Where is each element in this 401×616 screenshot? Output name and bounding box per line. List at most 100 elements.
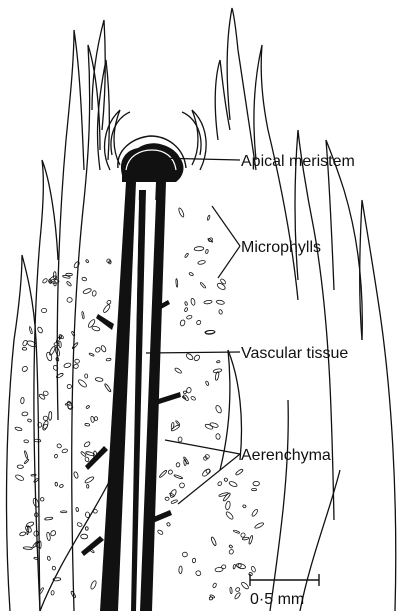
aerenchyma-cell [15,426,23,431]
aerenchyma-cell [228,549,234,555]
leader-microphylls-1 [212,206,240,246]
aerenchyma-cell [168,469,174,475]
aerenchyma-cell [225,501,231,510]
aerenchyma-cell [213,368,222,373]
aerenchyma-cell [47,556,51,561]
aerenchyma-cell [235,587,240,592]
aerenchyma-cell [215,405,223,414]
aerenchyma-cell [102,304,111,314]
aerenchyma-cell [186,387,192,393]
scale-bar-label: 0·5 mm [250,591,304,608]
aerenchyma-cell [24,440,29,443]
aerenchyma-cell [166,522,170,526]
aerenchyma-cell [80,451,86,457]
aerenchyma-cell [204,300,213,304]
aerenchyma-cell [52,566,56,570]
aerenchyma-cell [179,566,183,574]
aerenchyma-cell [196,320,202,326]
aerenchyma-cell [106,300,111,305]
leaf-lower-left [40,480,110,611]
aerenchyma-cell [228,481,237,488]
aerenchyma-cell [85,374,88,378]
aerenchyma-cell [23,547,32,550]
aerenchyma-cell [61,511,67,513]
aerenchyma-cell [67,297,73,302]
aerenchyma-cell [190,396,196,401]
aerenchyma-cell [82,311,85,319]
aerenchyma-cell [207,215,210,221]
aerenchyma-cell [157,529,164,535]
aerenchyma-cell [85,527,88,531]
aerenchyma-cell [40,497,45,502]
aerenchyma-cell [95,377,103,382]
aerenchyma-cell [174,474,183,479]
aerenchyma-cell [46,532,51,541]
leader-aerenchyma-1 [165,440,240,454]
aerenchyma-cell [48,411,51,420]
aerenchyma-cell [92,326,101,332]
aerenchyma-cell [72,342,79,349]
aerenchyma-cell [189,272,194,276]
aerenchyma-cell [178,207,185,217]
aerenchyma-cell [171,499,178,504]
aerenchyma-cell [225,511,234,520]
aerenchyma-cell [56,443,62,448]
aerenchyma-cell [82,288,91,295]
aerenchyma-cell [217,481,222,486]
aerenchyma-cell [17,465,23,469]
leaf-lower-right [300,470,340,611]
microphyll-right-outer [360,200,396,611]
leader-microphylls-2 [218,246,240,278]
aerenchyma-cell [223,492,231,501]
aerenchyma-cell [89,353,95,357]
aerenchyma-cell [49,346,56,356]
aerenchyma-cell [176,462,180,467]
aerenchyma-cell [54,342,60,346]
microphyll-left-3 [57,30,84,420]
aerenchyma-cell [182,552,187,557]
aerenchyma-cell [85,512,90,518]
aerenchyma-cell [182,394,189,401]
aerenchyma-cell [233,530,240,534]
aerenchyma-cell [22,340,28,347]
aerenchyma-cell [82,277,88,281]
aerenchyma-cell [190,298,195,306]
aerenchyma-cell [171,424,180,431]
aerenchyma-cell [21,365,28,372]
aerenchyma-cell [254,522,264,529]
aerenchyma-cell [240,581,249,590]
aerenchyma-cell [51,590,55,595]
aerenchyma-cell [194,246,204,251]
aerenchyma-cell [251,509,258,517]
aerenchyma-cell [184,253,188,258]
aerenchyma-cell [222,565,226,569]
aerenchyma-cell [242,504,246,508]
label-microphylls: Microphylls [241,239,321,256]
aerenchyma-cell [87,484,89,488]
aerenchyma-cell [85,259,89,263]
aerenchyma-cell [54,282,57,286]
aerenchyma-cell [59,484,64,488]
aerenchyma-cell [104,383,112,392]
aerenchyma-cell [175,420,180,425]
aerenchyma-cell [230,587,233,594]
aerenchyma-cell [84,476,94,484]
aerenchyma-cell [159,470,168,478]
aerenchyma-cell [29,326,33,334]
aerenchyma-cell [90,416,94,423]
aerenchyma-cell [184,307,188,312]
aerenchyma-cell [34,439,41,442]
aerenchyma-cell [174,367,182,374]
aerenchyma-cell [212,583,217,589]
aerenchyma-cell [38,393,45,400]
aerenchyma-cell [229,545,233,549]
aerenchyma-cell [41,308,46,312]
aerenchyma-cell [53,272,56,279]
microphyll-left-4 [72,45,100,611]
aerenchyma-cell [73,471,79,478]
aerenchyma-cell [86,405,90,409]
aerenchyma-cell [63,362,71,368]
aerenchyma-cell [42,420,49,431]
aerenchyma-cell [233,564,236,569]
